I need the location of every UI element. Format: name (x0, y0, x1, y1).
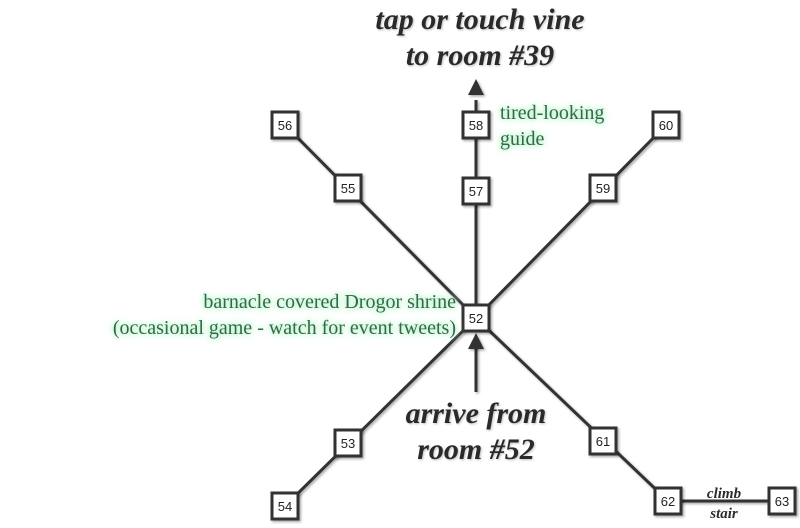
guide-line1: tired-looking (500, 102, 605, 124)
room-57[interactable]: 57 (461, 176, 491, 206)
path-52-56 (283, 123, 478, 320)
room-61[interactable]: 61 (588, 426, 618, 456)
arrival-label: arrive from room #52 (376, 396, 576, 468)
room-62[interactable]: 62 (653, 486, 683, 516)
path-52-60 (474, 123, 668, 320)
shrine-annotation: barnacle covered Drogor shrine (occasion… (113, 289, 456, 341)
stair-annotation: climb stair (692, 484, 756, 528)
guide-line2: guide (500, 128, 545, 150)
room-54-label: 54 (278, 499, 292, 514)
vine-arrowhead (468, 79, 484, 95)
guide-annotation: tired-looking guide (500, 100, 604, 152)
room-55[interactable]: 55 (333, 173, 363, 203)
room-55-label: 55 (341, 181, 355, 196)
room-53[interactable]: 53 (333, 428, 363, 458)
room-58-label: 58 (469, 118, 483, 133)
room-59[interactable]: 59 (588, 173, 618, 203)
room-62-label: 62 (661, 494, 675, 509)
room-52-label: 52 (469, 311, 483, 326)
arrival-line2: room #52 (417, 433, 535, 466)
vine-destination-label[interactable]: tap or touch vine to room #39 (330, 2, 630, 74)
room-61-label: 61 (596, 434, 610, 449)
room-58[interactable]: 58 (461, 110, 491, 140)
room-56-label: 56 (278, 118, 292, 133)
room-boxes: 56 55 58 57 60 59 (270, 110, 797, 521)
room-60[interactable]: 60 (651, 110, 681, 140)
arrival-arrowhead (468, 333, 484, 349)
path-52-62 (474, 316, 670, 503)
room-59-label: 59 (596, 181, 610, 196)
path-52-54 (283, 316, 478, 508)
room-63-label: 63 (775, 494, 789, 509)
arrival-line1: arrive from (405, 397, 547, 430)
room-63[interactable]: 63 (767, 486, 797, 516)
room-60-label: 60 (659, 118, 673, 133)
shrine-line2: (occasional game - watch for event tweet… (112, 317, 456, 339)
room-54[interactable]: 54 (270, 491, 300, 521)
room-52[interactable]: 52 (461, 303, 491, 333)
stair-line1: climb (706, 486, 742, 502)
room-57-label: 57 (469, 184, 483, 199)
room-53-label: 53 (341, 436, 355, 451)
stair-line2: stair (710, 506, 738, 522)
room-56[interactable]: 56 (270, 110, 300, 140)
vine-label-line1: tap or touch vine (375, 3, 585, 36)
shrine-line1: barnacle covered Drogor shrine (203, 291, 456, 313)
vine-label-line2: to room #39 (405, 39, 555, 72)
